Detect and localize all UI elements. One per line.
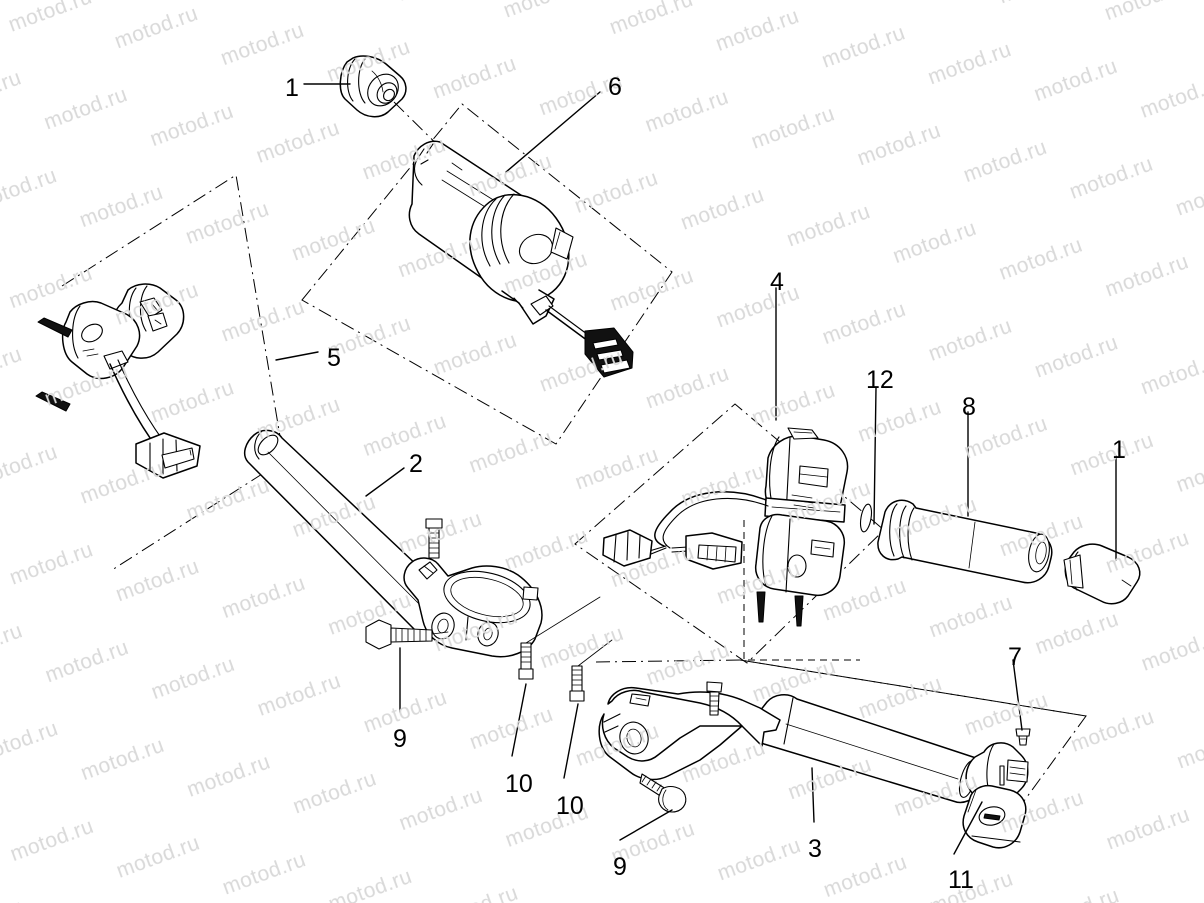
- callout-3-handlebar-tube-right[interactable]: 3: [808, 835, 822, 863]
- callout-7-locating-pin[interactable]: 7: [1008, 643, 1022, 671]
- callout-8-grip-rubber[interactable]: 8: [962, 393, 976, 421]
- callout-2-handlebar-tube-left[interactable]: 2: [409, 450, 423, 478]
- callout-6-throttle-grip[interactable]: 6: [608, 73, 622, 101]
- callout-11-clamp-bracket[interactable]: 11: [948, 866, 974, 894]
- callout-1-bar-end-weight-left[interactable]: 1: [285, 74, 299, 102]
- callout-4-right-switch-unit[interactable]: 4: [770, 268, 784, 296]
- callout-9-flange-bolt-left[interactable]: 9: [393, 725, 407, 753]
- callout-10-screw-b[interactable]: 10: [556, 792, 584, 820]
- callout-5-left-switch-unit[interactable]: 5: [327, 344, 341, 372]
- callout-1-bar-end-weight-right[interactable]: 1: [1112, 436, 1126, 464]
- callout-9-flange-bolt-right[interactable]: 9: [613, 853, 627, 881]
- callout-10-screw-a[interactable]: 10: [505, 770, 533, 798]
- callout-12-wiring-harness[interactable]: 12: [866, 366, 894, 394]
